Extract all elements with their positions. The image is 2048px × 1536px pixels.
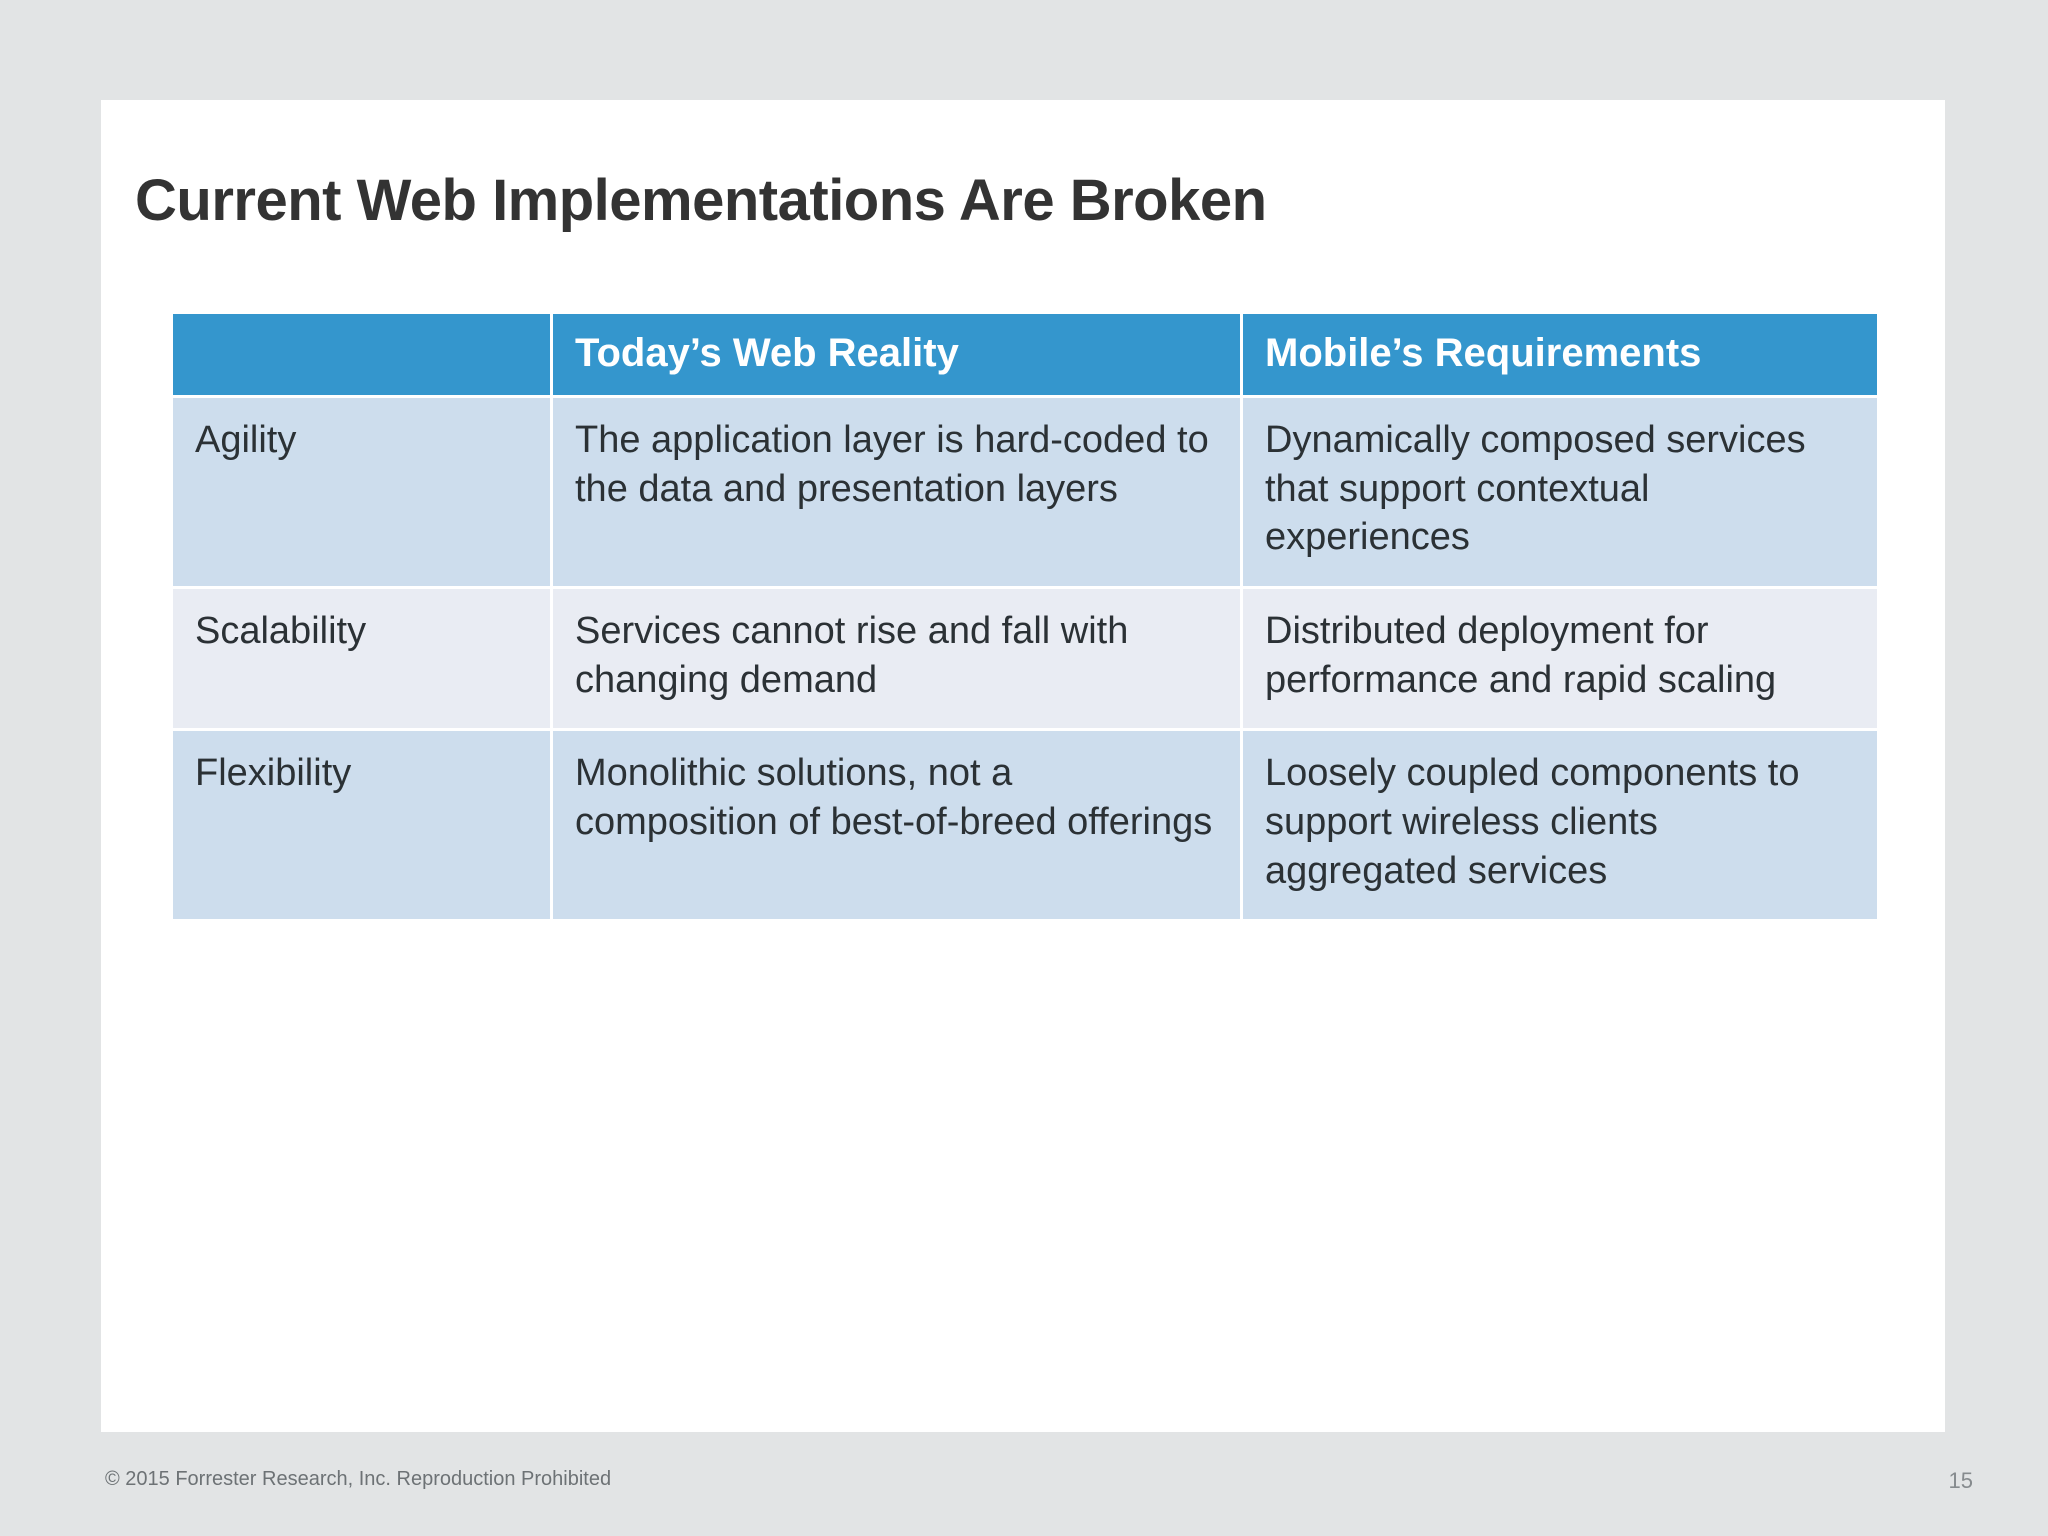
- table-header-row: Today’s Web Reality Mobile’s Requirement…: [173, 314, 1877, 399]
- table-header: Today’s Web Reality Mobile’s Requirement…: [173, 314, 1877, 399]
- table-row: Scalability Services cannot rise and fal…: [173, 589, 1877, 732]
- cell-dimension-agility: Agility: [173, 398, 553, 590]
- footer-page-number: 15: [1948, 1468, 1973, 1493]
- column-header-todays-web-reality: Today’s Web Reality: [553, 314, 1243, 399]
- cell-mobile-flexibility: Loosely coupled components to support wi…: [1243, 731, 1877, 920]
- column-header-mobiles-requirements: Mobile’s Requirements: [1243, 314, 1877, 399]
- comparison-table: Today’s Web Reality Mobile’s Requirement…: [173, 314, 1877, 920]
- cell-dimension-flexibility: Flexibility: [173, 731, 553, 920]
- cell-dimension-scalability: Scalability: [173, 589, 553, 732]
- column-header-dimension: [173, 314, 553, 399]
- table-body: Agility The application layer is hard-co…: [173, 398, 1877, 920]
- cell-reality-agility: The application layer is hard-coded to t…: [553, 398, 1243, 590]
- table-row: Agility The application layer is hard-co…: [173, 398, 1877, 590]
- cell-reality-flexibility: Monolithic solutions, not a composition …: [553, 731, 1243, 920]
- cell-reality-scalability: Services cannot rise and fall with chang…: [553, 589, 1243, 732]
- footer-copyright: © 2015 Forrester Research, Inc. Reproduc…: [105, 1468, 612, 1490]
- page-title: Current Web Implementations Are Broken: [135, 167, 1267, 233]
- cell-mobile-scalability: Distributed deployment for performance a…: [1243, 589, 1877, 732]
- table-row: Flexibility Monolithic solutions, not a …: [173, 731, 1877, 920]
- cell-mobile-agility: Dynamically composed services that suppo…: [1243, 398, 1877, 590]
